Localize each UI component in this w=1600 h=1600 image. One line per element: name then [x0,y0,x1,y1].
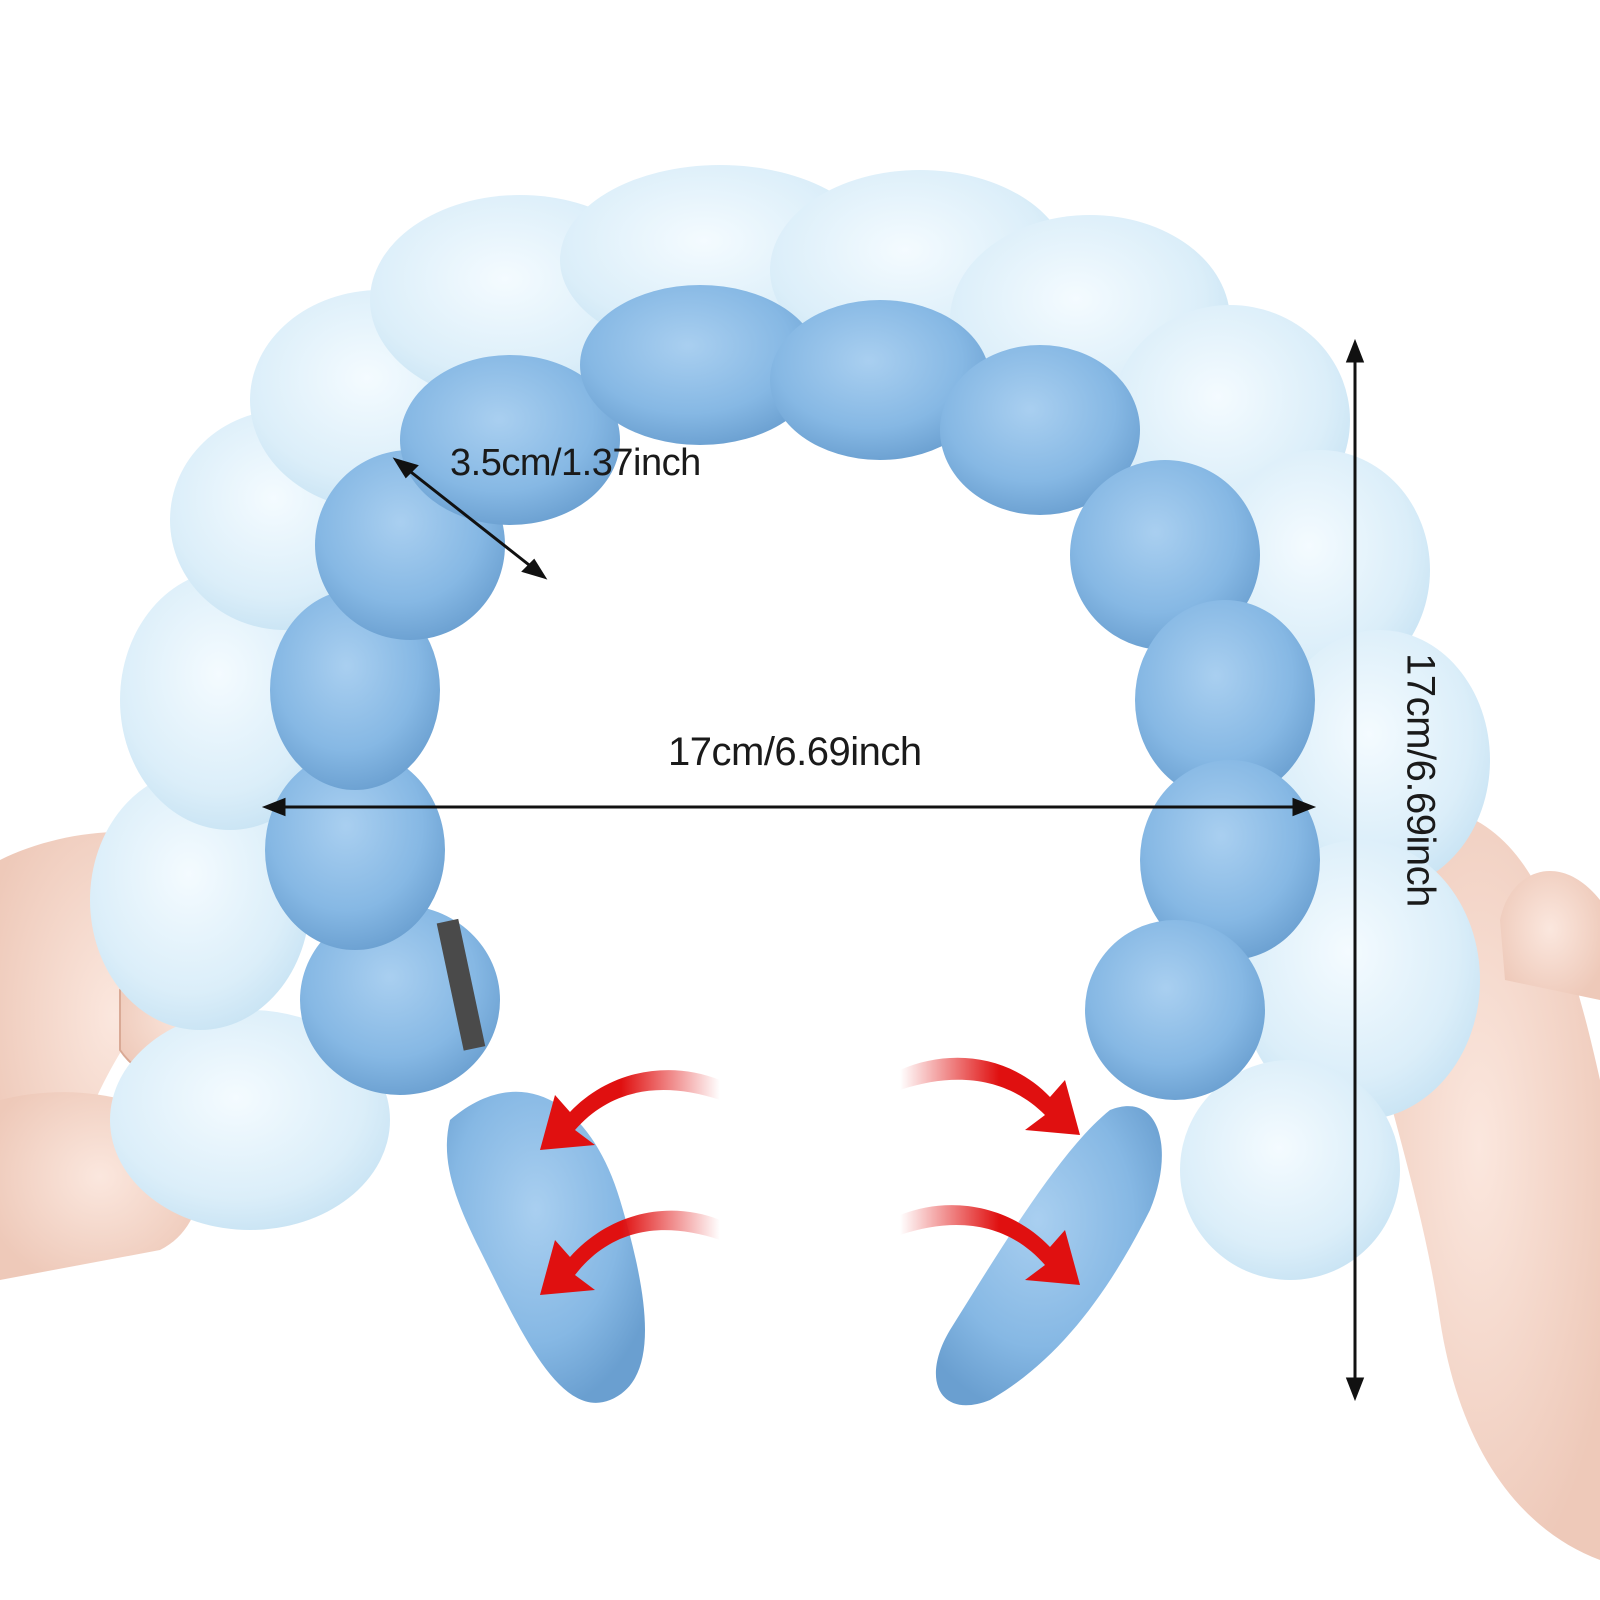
diameter-label: 17cm/6.69inch [668,730,922,774]
brand-tag [436,918,486,1051]
measure-height [1345,338,1365,1402]
arrow-lower-left [540,1210,720,1295]
arrow-lower-right [900,1205,1080,1285]
stretch-arrows [540,1057,1080,1295]
arrow-upper-left [540,1070,720,1150]
arrow-upper-right [900,1057,1080,1135]
band-width-label: 3.5cm/1.37inch [450,442,701,484]
measure-band-width [392,457,548,580]
outer-headband [90,165,1490,1280]
height-label: 17cm/6.69inch [1398,653,1443,907]
measure-diameter [261,797,1317,817]
